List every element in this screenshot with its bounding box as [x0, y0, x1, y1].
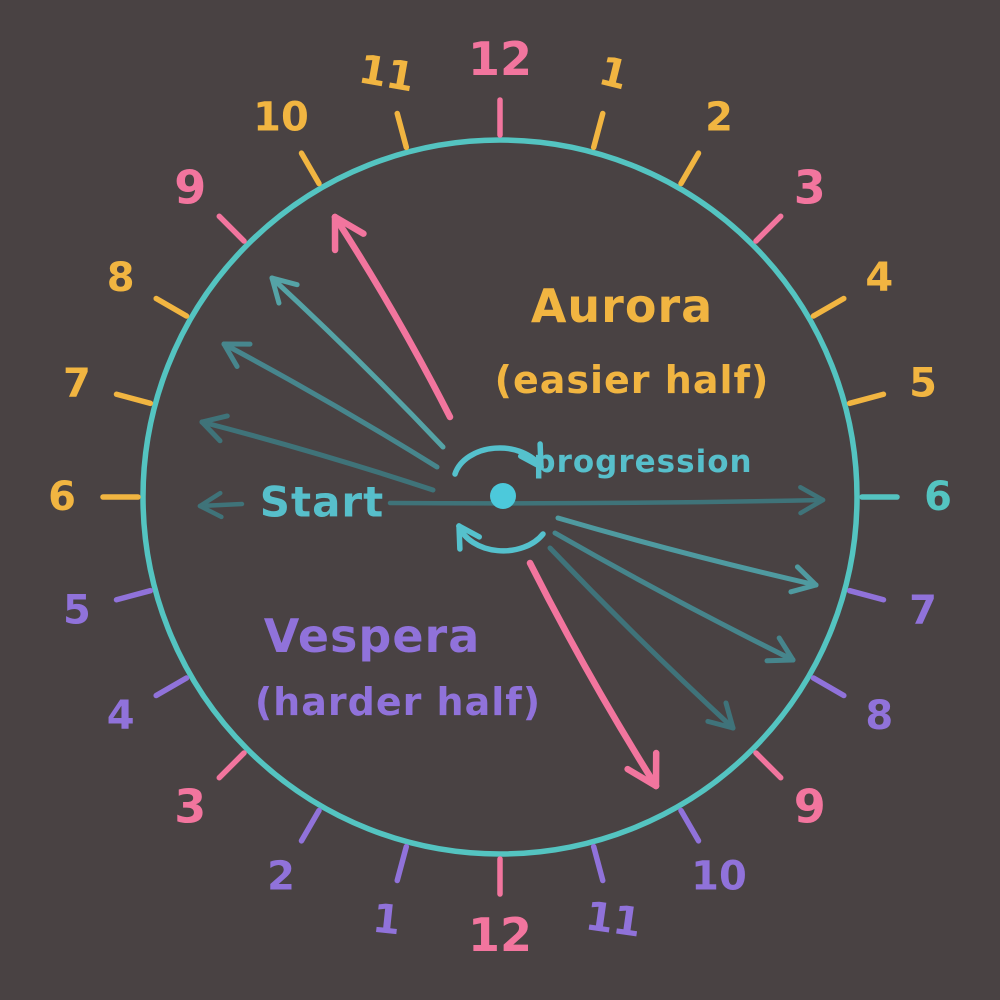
- arrow-lower-right-1: [555, 515, 819, 588]
- dial-number--60: 2: [705, 95, 733, 141]
- dial-number--30: 4: [865, 255, 893, 301]
- dial-tick-255: [394, 110, 410, 151]
- aurora-half-subtitle: (easier half): [494, 358, 770, 402]
- dial-number-210: 8: [107, 255, 135, 301]
- rotation-arc-bottom-head: [456, 523, 483, 540]
- dial-number-135: 3: [174, 780, 206, 834]
- arrow-lower-right-1-head: [794, 564, 819, 588]
- dial-number-45: 9: [794, 780, 826, 834]
- arrow-upper-left-3-head: [269, 275, 300, 288]
- start-left-arrow-head: [197, 490, 223, 509]
- arrow-upper-left-pink: [331, 213, 454, 421]
- arrow-lower-right-2: [552, 530, 796, 663]
- dial-number-15: 7: [909, 587, 937, 633]
- dial-tick-120: [298, 807, 322, 844]
- rotation-arc-top: [452, 445, 544, 477]
- dial-number-225: 9: [174, 160, 206, 214]
- rotation-arc-top-head: [537, 441, 544, 470]
- arrow-lower-right-pink-head: [624, 765, 660, 790]
- dial-number-165: 5: [63, 587, 91, 633]
- dial-tick-75: [590, 843, 606, 884]
- center-dot: [490, 483, 516, 509]
- dial-tick-30: [810, 675, 847, 699]
- rotation-arc-bottom: [456, 523, 546, 554]
- progression-line-right-arrow-head: [798, 484, 826, 503]
- dial-number--75: 1: [594, 48, 632, 99]
- arrow-upper-left-pink-head: [331, 213, 367, 237]
- dial-tick--75: [590, 110, 606, 151]
- dial-tick-240: [298, 150, 322, 187]
- dial-circle: [140, 137, 860, 857]
- arrow-upper-left-1-head: [199, 419, 223, 444]
- dial-number-105: 1: [370, 896, 402, 945]
- rotation-arc-bottom-head: [456, 523, 463, 552]
- arrow-upper-left-1: [199, 419, 436, 493]
- start-label: Start: [259, 477, 385, 527]
- dial-number-0: 6: [924, 474, 952, 520]
- arrow-upper-left-1-head: [199, 413, 230, 425]
- dial-number-60: 10: [691, 853, 747, 899]
- dial-number--45: 3: [794, 160, 826, 214]
- dial-number-90: 12: [468, 908, 532, 962]
- progression-label: progression: [533, 444, 753, 480]
- dial-number-195: 7: [63, 361, 91, 407]
- dial-number-180: 6: [48, 474, 76, 520]
- dial-tick--60: [678, 150, 702, 187]
- vespera-half-title: Vespera: [263, 609, 481, 663]
- arrow-upper-left-3: [269, 275, 446, 450]
- vespera-half-subtitle: (harder half): [254, 680, 542, 724]
- arrow-lower-right-2-head: [764, 657, 796, 664]
- dial-tick-135: [216, 750, 247, 781]
- arrow-lower-right-3: [547, 545, 736, 731]
- rotation-arc-top-head: [517, 453, 544, 470]
- dial-tick--45: [753, 213, 784, 244]
- progression-line-right-arrow: [387, 497, 826, 506]
- dial-number--15: 5: [909, 361, 937, 407]
- arrow-lower-right-3-head: [705, 718, 736, 731]
- dial-number-255: 11: [355, 46, 418, 101]
- dial-number-30: 8: [865, 693, 893, 739]
- dial-number--90: 12: [468, 32, 532, 86]
- aurora-half-title: Aurora: [530, 279, 714, 333]
- dial-tick-195: [113, 391, 154, 407]
- dial-tick-15: [846, 587, 887, 603]
- arrow-lower-right-pink: [526, 559, 660, 790]
- dial-number-240: 10: [253, 95, 309, 141]
- arrow-lower-right-3-head: [723, 700, 736, 731]
- dial-tick-165: [113, 587, 154, 603]
- dial-tick-225: [216, 213, 247, 244]
- start-left-arrow-head: [197, 503, 224, 520]
- dial-number-120: 2: [267, 853, 295, 899]
- arrow-upper-left-3-head: [269, 275, 282, 306]
- dial-tick-210: [153, 295, 190, 319]
- dial-tick-45: [753, 750, 784, 781]
- arrow-upper-left-2: [221, 341, 440, 470]
- dial-number-150: 4: [107, 693, 135, 739]
- dial-number-75: 11: [583, 893, 645, 946]
- dial-tick-105: [394, 843, 410, 884]
- arrow-lower-right-2-head: [776, 635, 796, 663]
- progression-line-right-arrow-head: [798, 497, 826, 516]
- dial-tick--30: [810, 295, 847, 319]
- arrow-lower-right-1-head: [788, 582, 819, 595]
- arrow-upper-left-2-head: [221, 341, 240, 369]
- dial-tick-150: [153, 675, 190, 699]
- dial-tick--15: [846, 391, 887, 407]
- dial-tick-60: [678, 807, 702, 844]
